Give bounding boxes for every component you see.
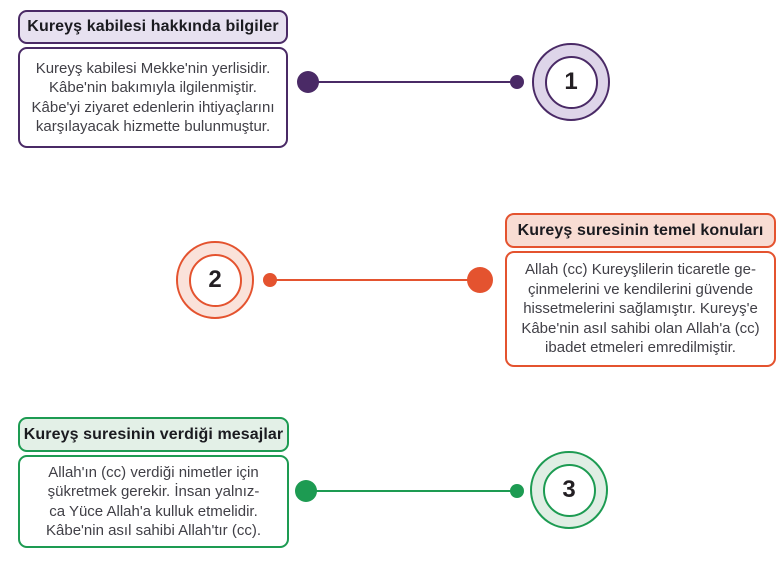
step-number: 2 bbox=[188, 253, 242, 307]
step-circle: 3 bbox=[530, 451, 608, 529]
section-body-text: Kureyş kabilesi Mekke'nin yerlisidir. Kâ… bbox=[31, 59, 275, 136]
step-number: 3 bbox=[542, 463, 596, 517]
section-body-text: Allah'ın (cc) verdiği nimetler için şükr… bbox=[46, 463, 261, 540]
connector-large-dot-icon bbox=[297, 71, 319, 93]
connector-small-dot-icon bbox=[263, 273, 277, 287]
connector-line bbox=[306, 490, 517, 492]
section-body-box: Kureyş kabilesi Mekke'nin yerlisidir. Kâ… bbox=[18, 47, 288, 148]
step-circle: 1 bbox=[532, 43, 610, 121]
step-circle: 2 bbox=[176, 241, 254, 319]
connector-line bbox=[308, 81, 518, 83]
section-body-box: Allah'ın (cc) verdiği nimetler için şükr… bbox=[18, 455, 289, 548]
connector-small-dot-icon bbox=[510, 484, 524, 498]
connector-line bbox=[270, 279, 480, 281]
section-body-text: Allah (cc) Kureyşlilerin ticaretle ge- ç… bbox=[521, 261, 760, 357]
section-title-box: Kureyş suresinin temel konuları bbox=[505, 213, 776, 248]
section-title: Kureyş suresinin temel konuları bbox=[517, 221, 764, 239]
section-title: Kureyş suresinin verdiği mesajlar bbox=[23, 425, 284, 443]
section-title-box: Kureyş suresinin verdiği mesajlar bbox=[18, 417, 289, 452]
connector-small-dot-icon bbox=[510, 75, 524, 89]
section-body-box: Allah (cc) Kureyşlilerin ticaretle ge- ç… bbox=[505, 251, 776, 367]
step-number: 1 bbox=[544, 55, 598, 109]
section-title-box: Kureyş kabilesi hakkında bilgiler bbox=[18, 10, 288, 44]
connector-large-dot-icon bbox=[295, 480, 317, 502]
connector-large-dot-icon bbox=[467, 267, 493, 293]
section-title: Kureyş kabilesi hakkında bilgiler bbox=[27, 18, 279, 35]
